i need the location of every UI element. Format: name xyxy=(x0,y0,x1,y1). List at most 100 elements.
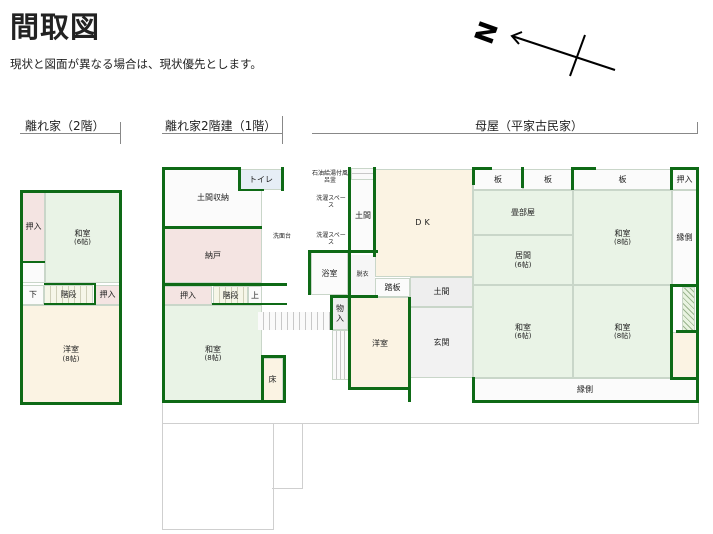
wall xyxy=(408,297,411,402)
room-oshiire: 押入 xyxy=(672,169,697,190)
wall xyxy=(308,250,311,295)
room-toko: 床 xyxy=(262,358,283,402)
wall xyxy=(162,167,240,170)
room-label: 洗面台 xyxy=(272,232,291,240)
room-washitsu: 和室(8帖) xyxy=(164,305,262,402)
room-toilet: トイレ xyxy=(240,169,282,190)
wall xyxy=(348,167,351,297)
wall xyxy=(20,261,45,263)
room-ita: 板 xyxy=(523,169,573,190)
room-yoshitsu: 洋室(8帖) xyxy=(22,305,120,403)
wall xyxy=(261,355,285,358)
room-dressing: 脱衣 xyxy=(350,255,375,295)
garden-planter xyxy=(682,287,695,332)
room-engawa: 縁側 xyxy=(672,190,697,285)
room-size: (8帖) xyxy=(204,354,222,363)
room-label: 板 xyxy=(544,174,552,184)
boiler-unit xyxy=(351,168,375,180)
wall xyxy=(162,283,287,286)
room-label: 土間収納 xyxy=(197,193,229,203)
wall xyxy=(670,167,699,170)
wall xyxy=(670,284,699,287)
room-washitsu: 和室(8帖) xyxy=(573,285,672,378)
room-label: 土間 xyxy=(433,287,450,297)
room-tatami: 畳部屋 xyxy=(473,190,573,235)
wall xyxy=(162,226,262,229)
wall xyxy=(348,297,351,387)
room-label: 下 xyxy=(29,290,37,300)
room-oshiire: 押入 xyxy=(22,192,45,262)
wall xyxy=(670,377,699,380)
room-label: 和室 xyxy=(205,344,221,354)
room-label: 和室 xyxy=(515,322,531,332)
north-arrow-icon: N xyxy=(470,17,616,77)
wall xyxy=(670,167,673,190)
divider xyxy=(312,133,697,134)
room-label: 和室 xyxy=(614,322,631,332)
room-size: (6帖) xyxy=(514,332,532,341)
wall xyxy=(472,167,492,170)
wall xyxy=(330,295,378,298)
room-oshiire: 押入 xyxy=(95,285,120,305)
room-size: (6帖) xyxy=(514,260,532,269)
divider xyxy=(162,133,282,134)
wall xyxy=(238,189,264,191)
room-label: 浴室 xyxy=(321,268,338,278)
room-label: 押入 xyxy=(676,174,693,184)
site-outline xyxy=(162,423,274,530)
room-label: 玄関 xyxy=(433,337,450,347)
room-label: 押入 xyxy=(180,290,196,300)
laundry-space: 洗濯スペース xyxy=(315,193,347,213)
wall xyxy=(20,190,122,193)
room-label: 洋室 xyxy=(372,338,388,348)
wall xyxy=(308,250,378,253)
divider xyxy=(120,122,121,144)
room-storage: 物入 xyxy=(332,297,348,330)
room-size: (8帖) xyxy=(614,238,631,247)
room-label: 階段 xyxy=(222,290,239,300)
wall xyxy=(472,400,699,403)
room-doma: 土間 xyxy=(410,277,473,307)
wall xyxy=(281,167,284,191)
room-label: 和室 xyxy=(74,228,91,238)
north-label: N xyxy=(470,17,506,48)
wall xyxy=(571,167,574,190)
wall xyxy=(238,167,241,191)
wall xyxy=(20,402,122,405)
wall xyxy=(20,190,23,405)
room-label: 板 xyxy=(618,174,627,184)
room-size: (8帖) xyxy=(62,354,80,363)
room-ita: 板 xyxy=(573,169,672,190)
wall xyxy=(44,283,94,285)
divider xyxy=(282,116,283,144)
room-label: 居間 xyxy=(515,251,531,261)
room-label: 踏板 xyxy=(384,282,401,292)
steps xyxy=(258,312,330,330)
wall xyxy=(261,355,264,403)
room-label: 畳部屋 xyxy=(511,207,535,217)
page-title: 間取図 xyxy=(10,10,101,44)
wall xyxy=(472,167,475,185)
stairs: 階段 xyxy=(44,285,93,305)
room-genkan: 玄関 xyxy=(410,307,473,378)
section-annex-1f: 離れ家2階建（1階） xyxy=(165,119,277,133)
alcove xyxy=(672,332,697,378)
room-label: 階段 xyxy=(60,290,77,300)
site-outline xyxy=(272,423,303,489)
divider xyxy=(20,133,120,134)
hall xyxy=(22,262,45,283)
room-label: トイレ xyxy=(249,174,273,184)
room-label: 洗濯スペース xyxy=(316,195,346,209)
site-outline xyxy=(162,403,699,424)
section-main-house: 母屋（平家古民家） xyxy=(475,119,584,133)
room-nando: 納戸 xyxy=(164,228,262,283)
divider xyxy=(697,122,698,134)
wall xyxy=(330,295,333,330)
wall xyxy=(162,400,285,403)
room-doma: 土間 xyxy=(351,180,375,252)
wall xyxy=(676,330,696,333)
room-label: 板 xyxy=(494,174,502,184)
room-ita: 板 xyxy=(473,169,523,190)
room-label: 上 xyxy=(251,290,259,300)
room-label: 納戸 xyxy=(205,250,221,260)
